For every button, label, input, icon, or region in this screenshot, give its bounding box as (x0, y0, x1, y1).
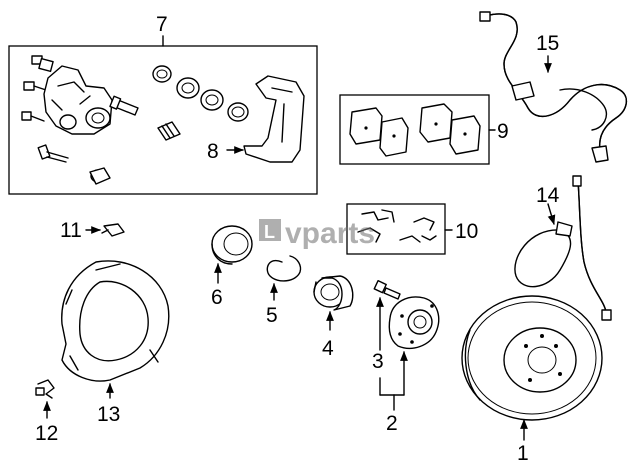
callout-14: 14 (536, 184, 560, 207)
pad-clip-part (361, 211, 389, 221)
brake-pad-group: 9 (339, 94, 509, 165)
callout-8: 8 (207, 140, 219, 163)
pin-boot-part (89, 121, 181, 185)
hardware-group-frame (346, 203, 446, 255)
dust-shield-bolt (101, 223, 125, 237)
brake-pad-part (349, 107, 383, 145)
callout-4: 4 (322, 337, 334, 360)
callout-12: 12 (35, 422, 58, 445)
callout-3: 3 (372, 350, 384, 373)
callout-11: 11 (60, 219, 82, 242)
caliper-housing-part (38, 57, 113, 135)
wheel-stud-part (373, 279, 401, 300)
wheel-hub-part (388, 296, 440, 350)
hub-seal-part (211, 225, 253, 265)
callout-7: 7 (156, 13, 168, 36)
watermark-logo-mark: L (264, 222, 275, 242)
brake-rotor-part (461, 295, 603, 421)
callout-10: 10 (455, 220, 478, 243)
caliper-bolt-part (21, 55, 69, 163)
piston-seal-kit-part (152, 65, 249, 122)
watermark-text: vparts (285, 217, 375, 250)
abs-speed-sensor-part (479, 11, 627, 163)
callout-9: 9 (497, 120, 509, 143)
abs-sensor-wire-part (514, 175, 612, 321)
anti-rattle-clip-part (35, 379, 55, 399)
callout-15: 15 (536, 32, 559, 55)
callout-2: 2 (386, 412, 398, 435)
wheel-bearing-part (313, 275, 354, 311)
callout-5: 5 (266, 304, 278, 327)
caliper-support-bracket (243, 75, 305, 163)
snap-ring-part (266, 255, 302, 282)
guide-pin-part (109, 95, 139, 116)
callout-6: 6 (211, 286, 223, 309)
callout-1: 1 (517, 442, 529, 465)
pad-hardware-kit-group: 10 (346, 203, 478, 255)
dust-shield-part (61, 260, 170, 382)
callout-13: 13 (97, 403, 120, 426)
watermark-logo: L vparts (259, 217, 375, 250)
caliper-group: 7 (8, 13, 318, 195)
